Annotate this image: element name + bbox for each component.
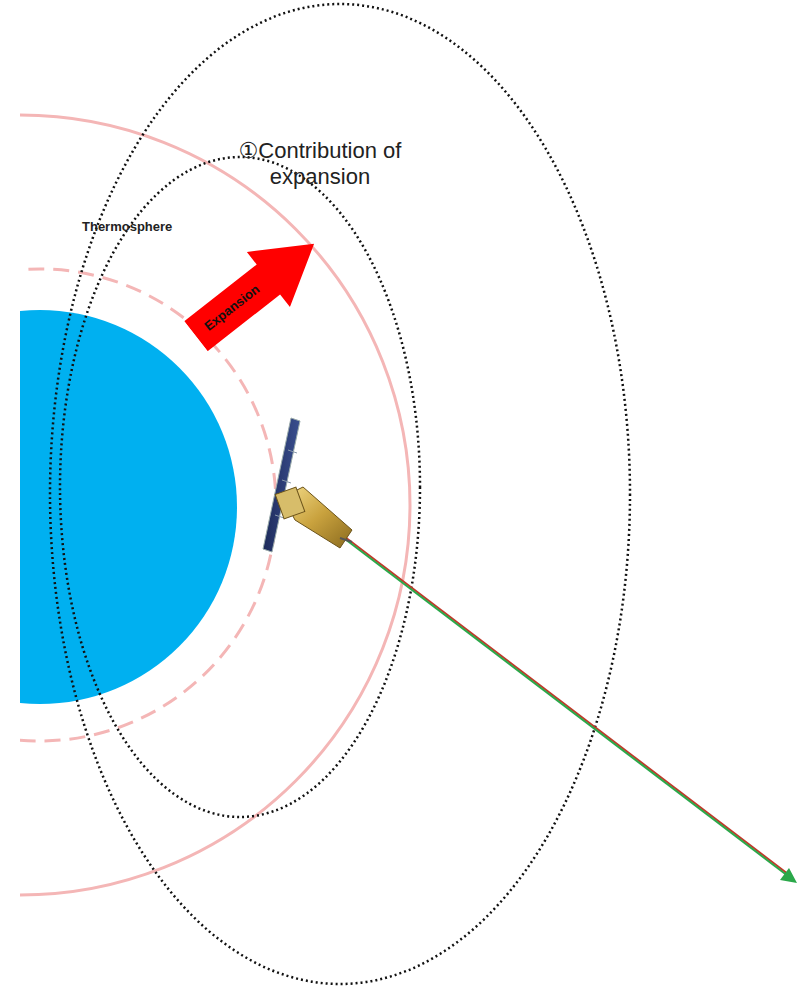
thermosphere-after: [20, 115, 410, 895]
callout-label: ①Contribution of expansion: [210, 138, 430, 191]
satellite: [263, 418, 352, 552]
layer-label: Thermosphere: [82, 219, 212, 235]
contribution-ellipse: [60, 157, 420, 817]
thermosphere-before: [20, 269, 276, 741]
outer-ellipse: [50, 4, 630, 984]
earth: [20, 310, 237, 704]
expansion-arrow: Expansion: [174, 216, 335, 364]
arrow-head: [780, 868, 797, 883]
arrow-label: Expansion: [184, 265, 280, 352]
line-of-sight-red: [345, 537, 788, 874]
line-of-sight: [345, 539, 788, 876]
